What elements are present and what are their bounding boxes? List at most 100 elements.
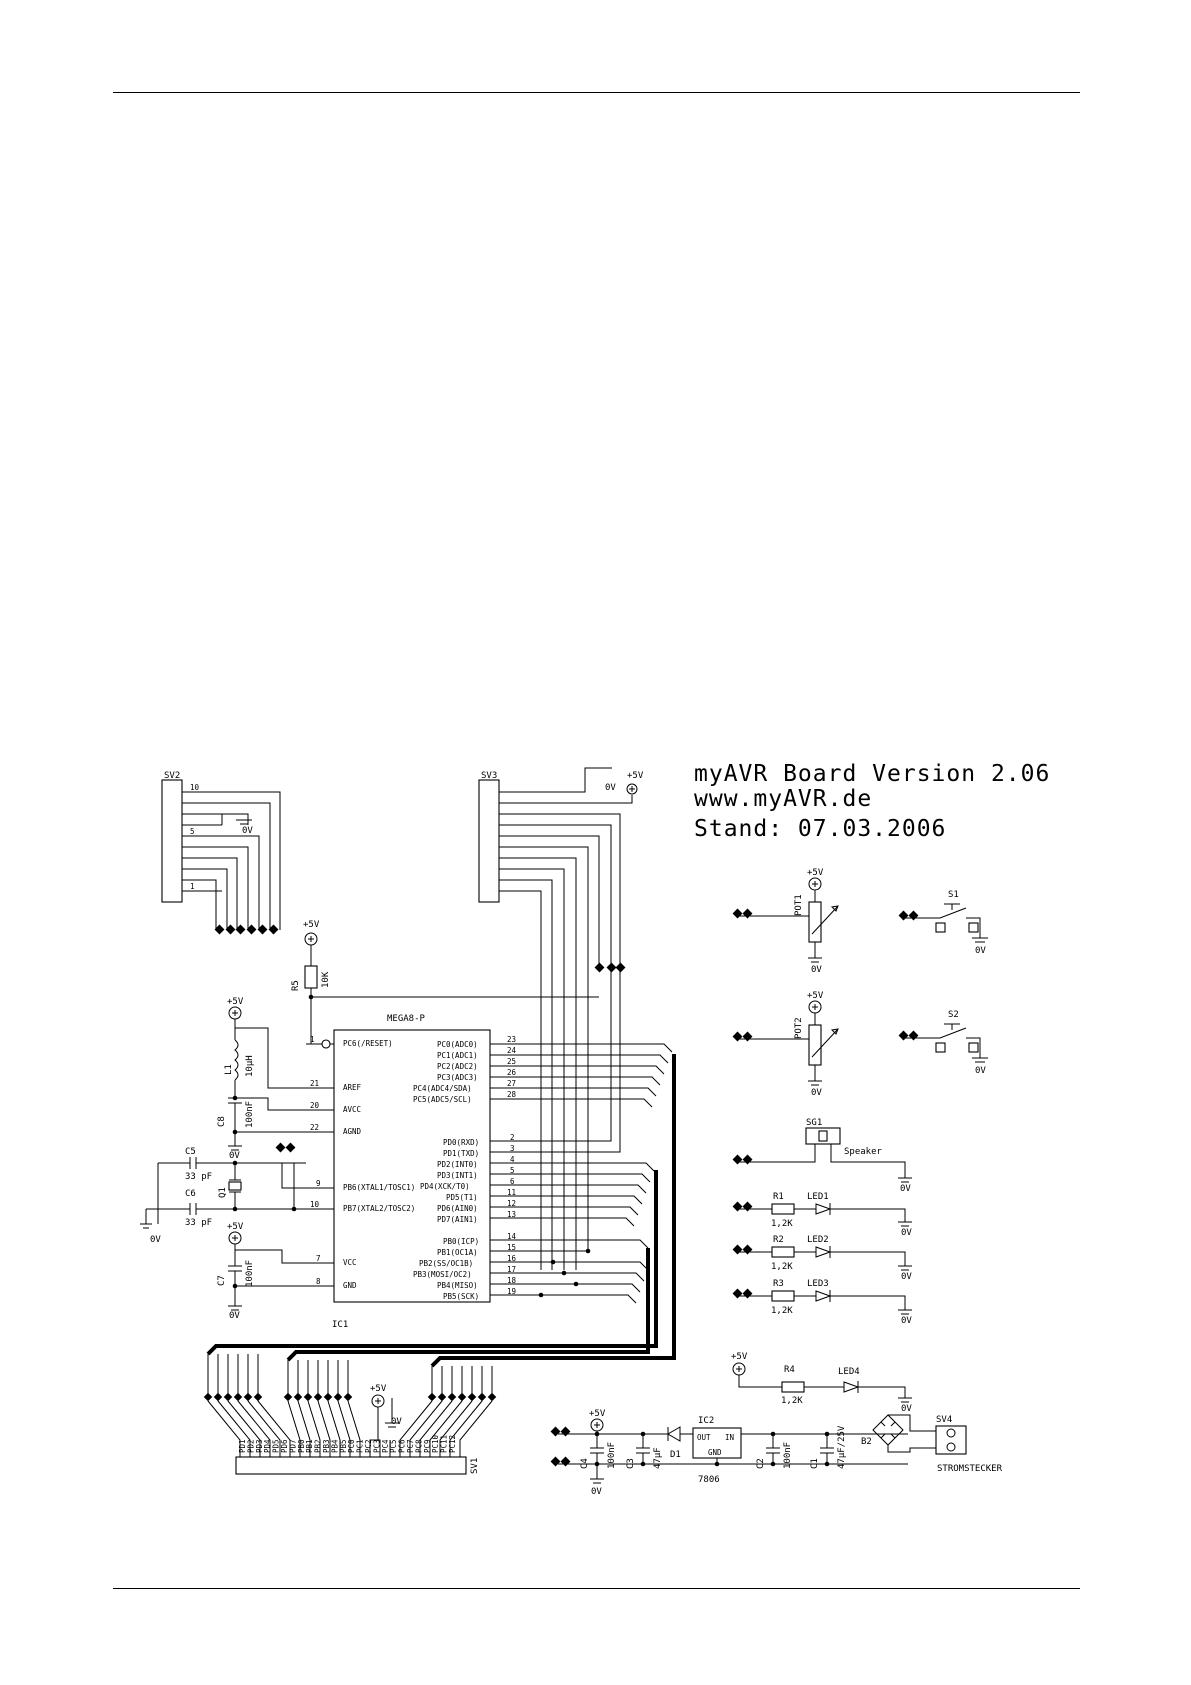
c3-value: 47µF xyxy=(653,1447,663,1469)
pin-pd4: PD4(XCK/T0) xyxy=(420,1182,470,1191)
pin-num-6: 6 xyxy=(510,1177,515,1186)
speaker-sg1: SG1 Speaker 0V xyxy=(732,1118,912,1194)
svg-text:5: 5 xyxy=(190,827,195,836)
sv1-pin-label: PB3 xyxy=(322,1439,331,1453)
led2-label: LED2 xyxy=(807,1235,829,1245)
sg1-value: Speaker xyxy=(844,1147,883,1157)
c6-label: C6 xyxy=(185,1189,196,1199)
mcu-designator: IC1 xyxy=(332,1320,348,1330)
pin-pd2: PD2(INT0) xyxy=(437,1160,478,1169)
r1-value: 1,2K xyxy=(771,1219,793,1229)
pin-num-21: 21 xyxy=(310,1079,319,1088)
led-row-1: R1 1,2K LED1 0V xyxy=(732,1192,912,1238)
sv2-connector: SV2 10 5 1 0V xyxy=(161,771,281,935)
c2-label: C2 xyxy=(756,1458,766,1469)
r2-label: R2 xyxy=(773,1235,784,1245)
led4-gnd-label: 0V xyxy=(901,1404,912,1414)
pin-num-9: 9 xyxy=(316,1179,321,1188)
pin-num-18: 18 xyxy=(507,1276,517,1285)
c4-value: 100nF xyxy=(607,1442,617,1469)
r4-label: R4 xyxy=(784,1365,795,1375)
s1-label: S1 xyxy=(948,890,959,900)
pot2-gnd-label: 0V xyxy=(811,1088,822,1098)
pin-pb3: PB3(MOSI/OC2) xyxy=(413,1270,472,1279)
sv1-pin-label: PC11 xyxy=(440,1435,449,1453)
r5-value: 10K xyxy=(321,971,331,988)
q1-label: Q1 xyxy=(218,1187,228,1198)
sv3-gnd-label: 0V xyxy=(605,783,616,793)
l1-c8-filter: +5V L1 10µH C8 100nF 0V xyxy=(217,997,306,1161)
svg-text:1: 1 xyxy=(190,882,195,891)
pin-num-16: 16 xyxy=(507,1254,517,1263)
sv1-pin-label: PC2 xyxy=(364,1439,373,1453)
b2-label: B2 xyxy=(861,1437,872,1447)
header-rule xyxy=(113,92,1080,93)
led1-gnd-label: 0V xyxy=(901,1228,912,1238)
title-block: myAVR Board Version 2.06 www.myAVR.de St… xyxy=(694,761,1050,842)
pin-num-5: 5 xyxy=(510,1166,515,1175)
pin-num-27: 27 xyxy=(507,1079,516,1088)
sv2-gnd-label: 0V xyxy=(242,826,253,836)
pin-pc3: PC3(ADC3) xyxy=(437,1073,478,1082)
ic2-regulator xyxy=(692,1427,742,1459)
sv2-body xyxy=(161,779,183,903)
sv1-connector: SV1 +5V 0V xyxy=(203,1354,497,1475)
pin-num-22: 22 xyxy=(310,1123,319,1132)
sv1-pin-label: PC3 xyxy=(372,1439,381,1453)
pin-pd1: PD1(TXD) xyxy=(443,1149,479,1158)
pin-pc6: PC6(/RESET) xyxy=(343,1039,393,1048)
pin-pb0: PB0(ICP) xyxy=(443,1237,479,1246)
led-row-2: R2 1,2K LED2 0V xyxy=(732,1235,912,1282)
pot1: +5V POT1 0V xyxy=(732,868,839,975)
pin-pd3: PD3(INT1) xyxy=(437,1171,478,1180)
pin-num-28: 28 xyxy=(507,1090,517,1099)
pin-pb6: PB6(XTAL1/TOSC1) xyxy=(343,1183,415,1192)
sv1-body xyxy=(235,1456,467,1475)
pot1-gnd-label: 0V xyxy=(811,965,822,975)
led3-label: LED3 xyxy=(807,1279,829,1289)
c7-label: C7 xyxy=(217,1275,227,1286)
sv4-caption: STROMSTECKER xyxy=(937,1464,1003,1474)
sv3-vcc-label: +5V xyxy=(627,771,644,781)
mcu-ic1: MEGA8-P IC1 PC6(/RESET) AREF AVCC AGND P… xyxy=(306,968,673,1330)
sv1-pin-label: PB0 xyxy=(297,1439,306,1453)
power-supply: +5V C4 100nF C3 47µF 0V D1 OUT IN GND IC… xyxy=(550,1409,1003,1497)
led-row-4: +5V R4 1,2K LED4 0V xyxy=(731,1352,912,1414)
c2-value: 100nF xyxy=(783,1442,793,1469)
pin-num-26: 26 xyxy=(507,1068,517,1077)
l1-value: 10µH xyxy=(245,1055,255,1077)
pin-num-24: 24 xyxy=(507,1046,517,1055)
sv2-label: SV2 xyxy=(164,771,180,781)
pin-pb5: PB5(SCK) xyxy=(443,1292,479,1301)
s2-label: S2 xyxy=(948,1010,959,1020)
pin-num-4: 4 xyxy=(510,1155,515,1164)
pin-pc1: PC1(ADC1) xyxy=(437,1051,478,1060)
osc-gnd-label: 0V xyxy=(150,1235,161,1245)
ic2-value: 7806 xyxy=(698,1475,720,1485)
c1-label: C1 xyxy=(810,1458,820,1469)
c1-value: 47µF/25V xyxy=(837,1425,847,1469)
l1-vcc-label: +5V xyxy=(227,997,244,1007)
s1-gnd-label: 0V xyxy=(975,946,986,956)
pot2: +5V POT2 0V xyxy=(732,991,839,1098)
r5-label: R5 xyxy=(291,980,301,991)
c7-gnd-label: 0V xyxy=(229,1311,240,1321)
pin-num-13: 13 xyxy=(507,1210,516,1219)
pin-pb2: PB2(SS/OC1B) xyxy=(419,1259,473,1268)
c5-value: 33 pF xyxy=(185,1172,212,1182)
ps-gnd-label: 0V xyxy=(591,1487,602,1497)
c4-label: C4 xyxy=(580,1458,590,1469)
r5-vcc-label: +5V xyxy=(303,920,320,930)
title-line-1: myAVR Board Version 2.06 xyxy=(694,761,1050,787)
c8-value: 100nF xyxy=(245,1101,255,1128)
sv1-pin-label: PB5 xyxy=(339,1439,348,1453)
c3-label: C3 xyxy=(626,1458,636,1469)
c8-gnd-label: 0V xyxy=(229,1151,240,1161)
r3-label: R3 xyxy=(773,1279,784,1289)
ic2-out: OUT xyxy=(697,1433,711,1442)
pin-pb4: PB4(MISO) xyxy=(437,1281,478,1290)
led4-label: LED4 xyxy=(838,1367,860,1377)
sg1-gnd-label: 0V xyxy=(900,1184,911,1194)
switch-s2: S2 0V xyxy=(898,1010,988,1076)
